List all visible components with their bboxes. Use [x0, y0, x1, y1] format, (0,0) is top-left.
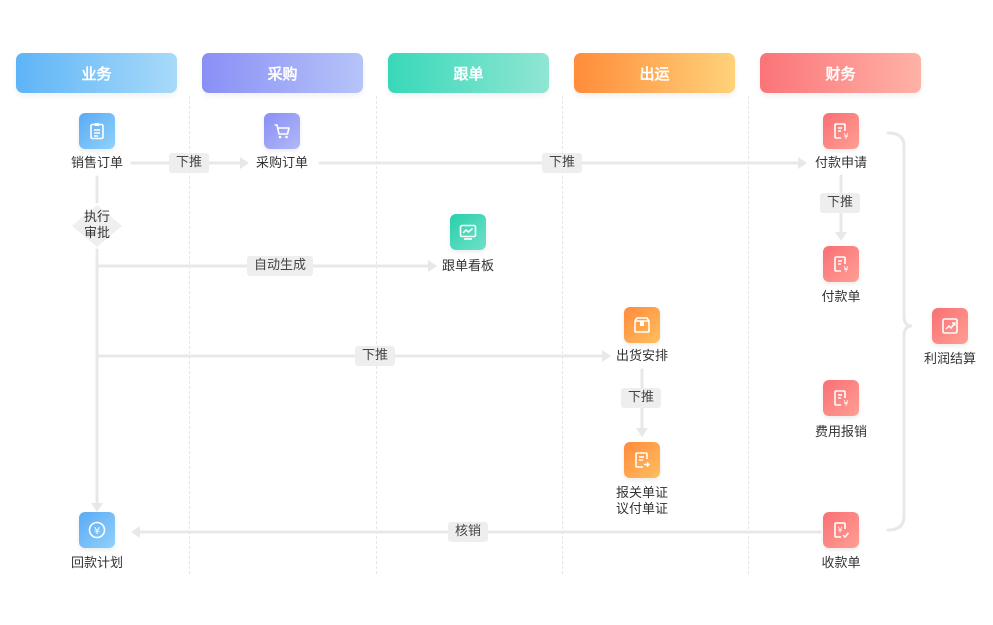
approval-diamond — [72, 205, 122, 247]
arrow-head — [636, 428, 648, 437]
arrow-head — [602, 350, 611, 362]
finance-bracket — [886, 131, 913, 532]
lane-title: 出运 — [639, 64, 670, 83]
edge-label-push: 下推 — [169, 153, 210, 173]
node-receipt-slip: 收款单 — [821, 556, 861, 571]
chart-board-icon[interactable] — [450, 214, 486, 250]
edge-label-push: 下推 — [355, 346, 396, 366]
node-tracking-board: 跟单看板 — [441, 259, 494, 274]
invoice-yen-icon[interactable]: ¥ — [823, 380, 859, 416]
svg-text:¥: ¥ — [94, 526, 100, 537]
svg-text:¥: ¥ — [843, 399, 848, 408]
lane-title: 采购 — [267, 64, 298, 83]
lane-header-business: 业务 — [16, 53, 177, 93]
yen-circle-icon[interactable]: ¥ — [79, 512, 115, 548]
edge-label-push: 下推 — [621, 388, 662, 408]
box-icon[interactable] — [624, 307, 660, 343]
lane-header-tracking: 跟单 — [388, 53, 549, 93]
edge-label-write-off: 核销 — [448, 522, 489, 542]
approval-diamond-label: 执行 审批 — [83, 210, 110, 241]
lane-divider — [376, 96, 377, 574]
lane-divider — [748, 96, 749, 574]
edge-label-push: 下推 — [820, 193, 861, 213]
lane-header-shipping: 出运 — [574, 53, 735, 93]
arrow-head — [428, 260, 437, 272]
lane-divider — [562, 96, 563, 574]
node-shipment-arrangement: 出货安排 — [615, 349, 668, 364]
svg-text:¥: ¥ — [837, 526, 842, 535]
document-arrow-icon[interactable] — [624, 442, 660, 478]
node-purchase-order: 采购订单 — [255, 156, 308, 171]
node-collection-plan: 回款计划 — [70, 556, 123, 571]
cart-icon[interactable] — [264, 113, 300, 149]
node-sales-order: 销售订单 — [70, 156, 123, 171]
arrow-head — [131, 526, 140, 538]
arrow-head — [91, 503, 103, 512]
node-expense-reimbursement: 费用报销 — [814, 425, 867, 440]
lane-header-finance: 财务 — [760, 53, 921, 93]
lane-divider — [189, 96, 190, 574]
lane-title: 跟单 — [453, 64, 484, 83]
node-customs-documents: 报关单证 议付单证 — [615, 486, 668, 517]
edge-label-push: 下推 — [542, 153, 583, 173]
lane-title: 财务 — [825, 64, 856, 83]
receipt-check-icon[interactable]: ¥ — [823, 512, 859, 548]
lane-title: 业务 — [81, 64, 112, 83]
lane-header-purchase: 采购 — [202, 53, 363, 93]
node-payment-slip: 付款单 — [821, 290, 861, 305]
invoice-yen-icon[interactable]: ¥ — [823, 113, 859, 149]
arrow-head — [835, 232, 847, 241]
clipboard-icon[interactable] — [79, 113, 115, 149]
arrow-head — [240, 157, 249, 169]
profit-chart-icon[interactable] — [932, 308, 968, 344]
svg-text:¥: ¥ — [843, 132, 848, 141]
node-profit-settlement: 利润结算 — [923, 352, 976, 367]
svg-text:¥: ¥ — [843, 265, 848, 274]
edge-label-auto-generate: 自动生成 — [247, 256, 314, 276]
node-payment-request: 付款申请 — [814, 156, 867, 171]
arrow-head — [798, 157, 807, 169]
invoice-yen-icon[interactable]: ¥ — [823, 246, 859, 282]
